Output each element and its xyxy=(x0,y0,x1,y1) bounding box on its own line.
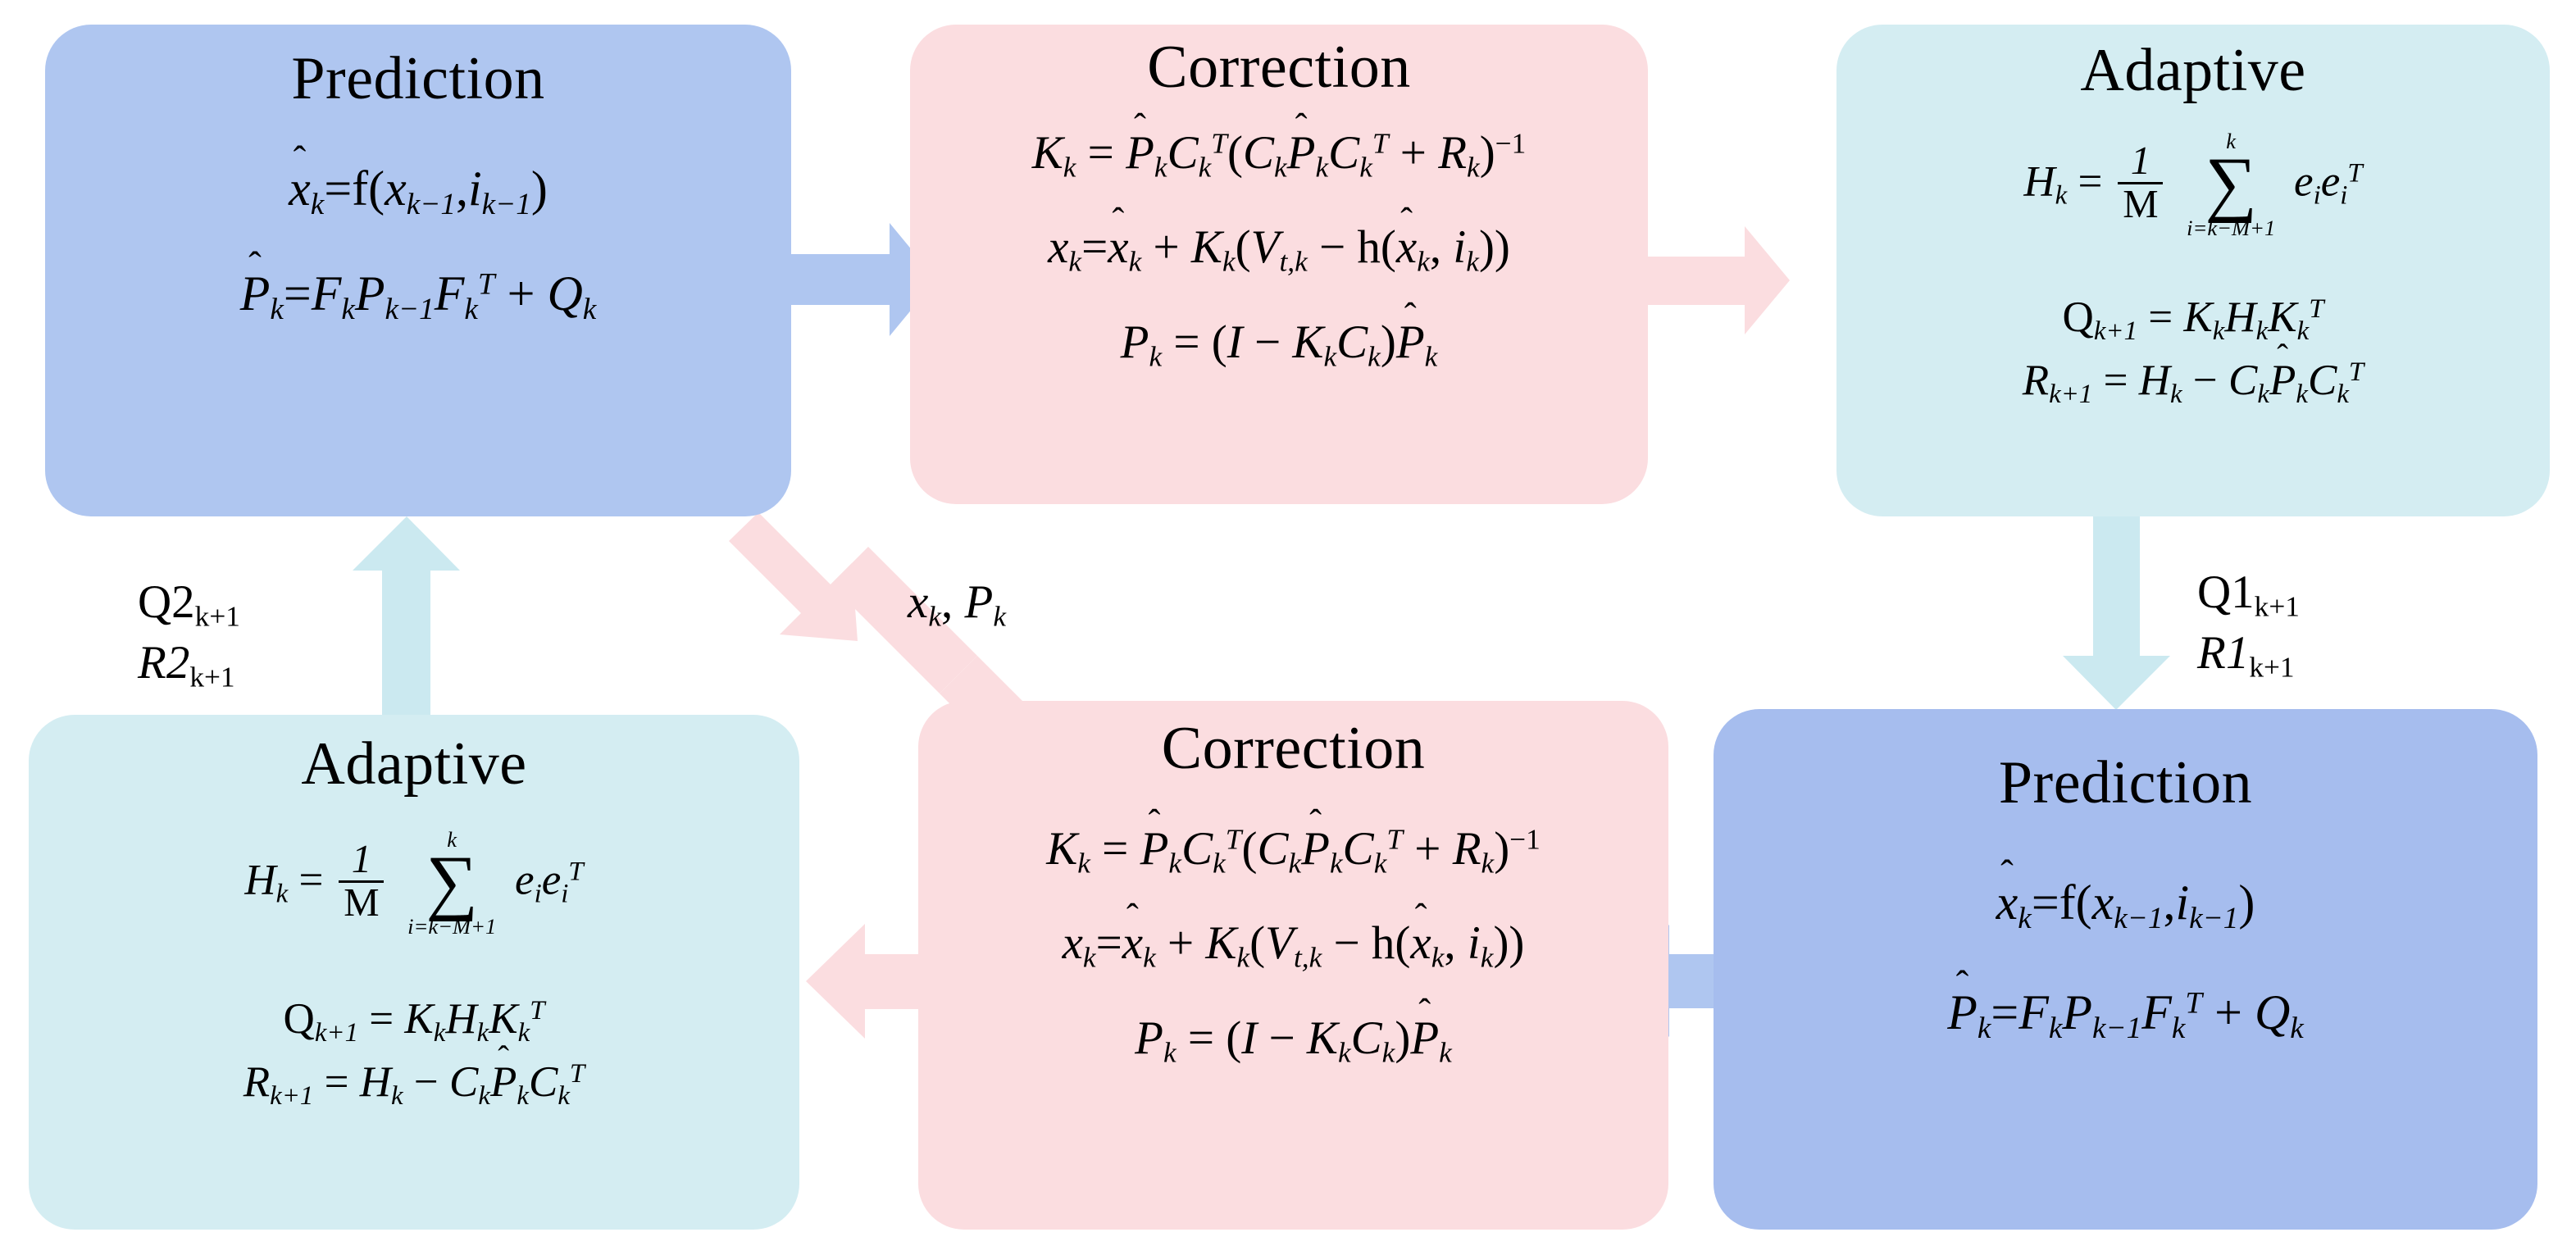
box-title-correction-bottom: Correction xyxy=(1161,715,1426,782)
arrow-label-q1-text: Q1 xyxy=(2197,566,2255,618)
arrow-adapt-to-pred-left xyxy=(353,516,460,715)
arrow-label-q2r2: Q2k+1 R2k+1 xyxy=(138,574,240,694)
equation-update-correction-top: xk=̂xk + Kk(Vt,k − h(̂xk, ik)) xyxy=(1048,221,1510,279)
equation-covariance-prediction-top: ̂Pk=FkPk−1FkT + Qk xyxy=(239,266,597,327)
arrow-label-r1-text: R1 xyxy=(2197,626,2250,679)
arrow-label-state-comma: , xyxy=(941,576,965,628)
arrow-corr-to-adapt-bottom xyxy=(806,924,918,1039)
arrow-label-state-p-sub: k xyxy=(993,600,1007,633)
box-title-prediction-top: Prediction xyxy=(291,45,545,112)
equation-covariance-correction-bottom: Pk = (I − KkCk)̂Pk xyxy=(1135,1012,1452,1069)
equation-state-prediction-bottom: ̂xk=f(xk−1,ik−1) xyxy=(1996,875,2255,935)
box-title-prediction-bottom: Prediction xyxy=(1998,749,2253,816)
equation-measurement-noise-adaptive-bottom: Rk+1 = Hk − Ck̂PkCkT xyxy=(243,1057,585,1111)
arrow-label-r2-sub: k+1 xyxy=(189,661,235,693)
equation-measurement-noise-adaptive-top: Rk+1 = Hk − Ck̂PkCkT xyxy=(2022,356,2364,409)
box-title-adaptive-top: Adaptive xyxy=(2080,37,2306,104)
arrow-label-q2-sub: k+1 xyxy=(194,600,240,633)
arrow-label-state-x: x xyxy=(908,576,929,628)
arrow-corr-to-adapt-top xyxy=(1648,226,1790,334)
arrow-label-q2-text: Q2 xyxy=(138,576,195,628)
equation-covariance-correction-top: Pk = (I − KkCk)̂Pk xyxy=(1120,316,1438,373)
equation-process-noise-adaptive-bottom: Qk+1 = KkHkKkT xyxy=(283,994,545,1048)
arrow-label-r2-text: R2 xyxy=(138,636,190,689)
equation-gain-correction-bottom: Kk = ̂PkCkT(Ck̂PkCkT + Rk)−1 xyxy=(1046,822,1541,880)
arrow-label-state-x-sub: k xyxy=(928,600,941,633)
arrow-label-state-p: P xyxy=(964,576,994,628)
arrow-adapt-to-pred-right xyxy=(2063,516,2170,710)
arrow-label-r1-sub: k+1 xyxy=(2249,651,2295,684)
box-prediction-bottom[interactable]: Prediction ̂xk=f(xk−1,ik−1) ̂Pk=FkPk−1Fk… xyxy=(1714,709,2537,1230)
equation-state-prediction-top: ̂xk=f(xk−1,ik−1) xyxy=(289,161,548,221)
arrow-label-state: xk, Pk xyxy=(908,574,1006,634)
box-correction-top[interactable]: Correction Kk = ̂PkCkT(Ck̂PkCkT + Rk)−1 … xyxy=(910,25,1648,504)
arrow-label-q1-sub: k+1 xyxy=(2254,590,2300,623)
equation-process-noise-adaptive-top: Qk+1 = KkHkKkT xyxy=(2062,293,2324,346)
equation-update-correction-bottom: xk=̂xk + Kk(Vt,k − h(̂xk, ik)) xyxy=(1062,917,1525,975)
arrow-corr-to-pred-diagonal xyxy=(729,512,858,641)
equation-gain-correction-top: Kk = ̂PkCkT(Ck̂PkCkT + Rk)−1 xyxy=(1031,126,1527,184)
box-title-correction-top: Correction xyxy=(1147,34,1411,101)
equation-covariance-prediction-bottom: ̂Pk=FkPk−1FkT + Qk xyxy=(1947,985,2304,1046)
box-prediction-top[interactable]: Prediction ̂xk=f(xk−1,ik−1) ̂Pk=FkPk−1Fk… xyxy=(45,25,791,516)
box-title-adaptive-bottom: Adaptive xyxy=(301,730,527,798)
box-correction-bottom[interactable]: Correction Kk = ̂PkCkT(Ck̂PkCkT + Rk)−1 … xyxy=(918,701,1668,1230)
arrow-label-q1r1: Q1k+1 R1k+1 xyxy=(2197,564,2300,684)
